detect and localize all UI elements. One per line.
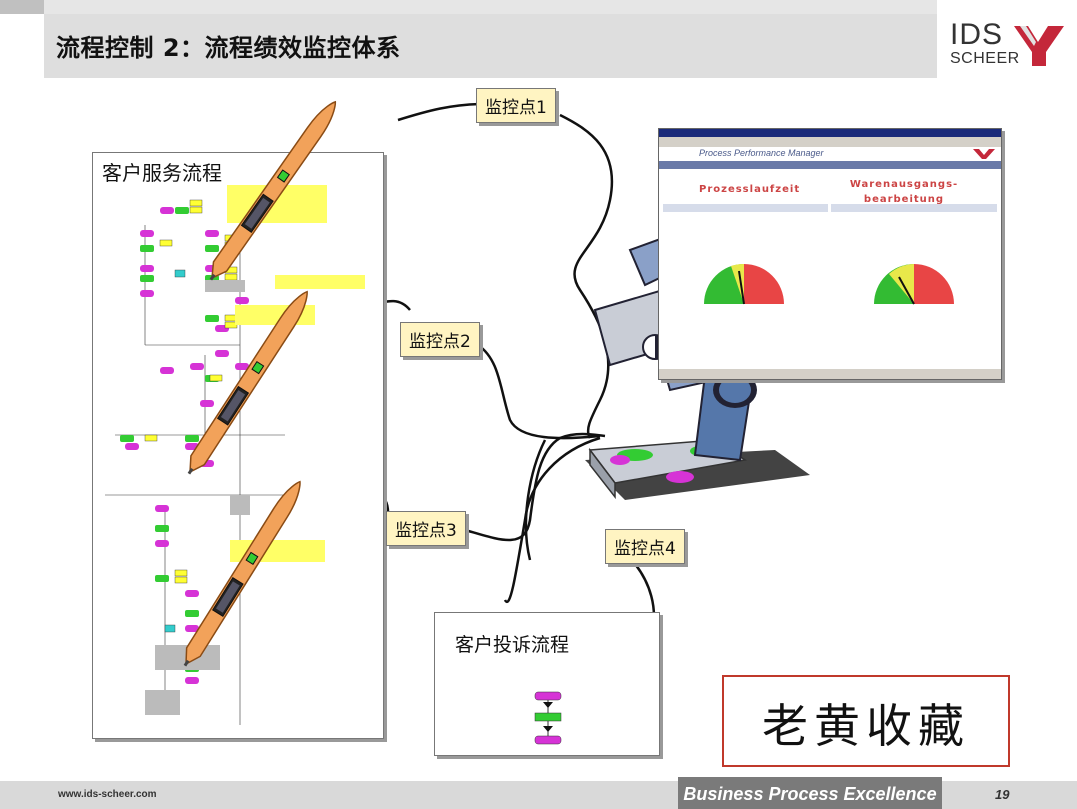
wire-3b xyxy=(464,432,606,542)
ppm-heading-right-line2: bearbeitung xyxy=(863,194,945,205)
collector-stamp-text: 老黄收藏 xyxy=(762,699,970,753)
ppm-header xyxy=(659,147,1001,161)
page-number: 19 xyxy=(995,787,1010,802)
footer-url: www.ids-scheer.com xyxy=(58,789,157,800)
logo-mark-icon xyxy=(1014,26,1064,66)
ppm-statusbar xyxy=(659,369,1001,379)
header-accent-strip xyxy=(44,0,937,14)
ids-scheer-logo xyxy=(938,14,1077,78)
header-band xyxy=(44,14,937,78)
monitoring-point-3-callout: 监控点3 xyxy=(386,511,466,546)
ppm-app-title: Process Performance Manager xyxy=(699,148,824,158)
wire-2b xyxy=(477,343,601,440)
ppm-logo-icon xyxy=(973,149,995,159)
footer-tagline-background xyxy=(678,777,942,809)
thermometer-3 xyxy=(177,476,308,671)
ppm-heading-left: Prozesslaufzeit xyxy=(699,184,801,195)
ppm-section-left xyxy=(663,204,828,212)
ppm-titlebar xyxy=(659,129,1001,137)
ppm-section-right xyxy=(831,204,997,212)
ppm-nav-bar xyxy=(659,161,1001,169)
header-left-column xyxy=(0,14,44,78)
complaint-process-title: 客户投诉流程 xyxy=(455,634,570,656)
start-event-icon xyxy=(534,691,562,701)
function-box-icon xyxy=(534,712,562,722)
ppm-gauge-left-icon xyxy=(704,263,784,305)
monitoring-point-2-callout: 监控点2 xyxy=(400,322,480,357)
thermometer-2 xyxy=(181,286,315,479)
logo-scheer-text: SCHEER xyxy=(950,50,1020,67)
end-event-icon xyxy=(534,735,562,745)
arrow-down-icon xyxy=(543,702,553,708)
logo-ids-text: IDS xyxy=(950,18,1004,51)
footer-tagline: Business Process Excellence xyxy=(683,784,937,804)
complaint-process-panel xyxy=(434,612,660,756)
wire-1b xyxy=(559,113,614,439)
header-accent-left xyxy=(0,0,44,14)
ppm-toolbar xyxy=(659,137,1001,147)
ppm-heading-right-line1: Warenausgangs- xyxy=(849,179,959,190)
ppm-gauge-right-icon xyxy=(874,264,954,305)
monitoring-point-1-callout: 监控点1 xyxy=(476,88,556,123)
wire-1a xyxy=(397,102,481,122)
ppm-heading-right: Warenausgangs- bearbeitung xyxy=(839,177,969,207)
complaint-epc-mini xyxy=(534,691,562,745)
customer-service-process-title: 客户服务流程 xyxy=(102,161,222,185)
ppm-browser-window: Process Performance Manager Prozesslaufz… xyxy=(658,128,1002,380)
collector-stamp xyxy=(722,675,1010,767)
wire-extra xyxy=(524,439,547,561)
page-title: 流程控制 2：流程绩效监控体系 xyxy=(56,34,401,62)
monitoring-point-4-callout: 监控点4 xyxy=(605,529,685,564)
thermometer-1 xyxy=(203,96,343,285)
